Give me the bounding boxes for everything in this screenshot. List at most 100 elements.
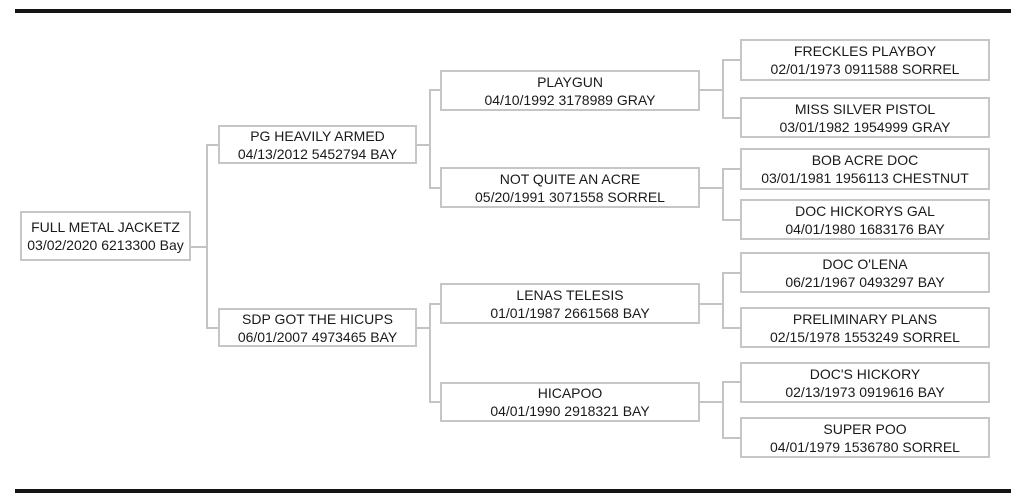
coat-color: BAY — [917, 220, 945, 237]
coat-color: Bay — [159, 237, 184, 253]
node-hicapoo: HICAPOO 04/01/1990 2918321 BAY — [440, 382, 700, 422]
node-miss-silver-pistol: MISS SILVER PISTOL 03/01/1982 1954999 GR… — [740, 97, 990, 138]
coat-color: BAY — [917, 273, 945, 290]
horse-details: 04/01/1980 1683176 BAY — [785, 220, 944, 238]
connector-line — [417, 144, 429, 146]
foal-date: 04/01/1979 — [770, 438, 841, 455]
node-doc-hickorys-gal: DOC HICKORYS GAL 04/01/1980 1683176 BAY — [740, 199, 990, 240]
connector-line — [722, 219, 740, 221]
connector-line — [700, 401, 722, 403]
registration-number: 1956113 — [835, 170, 889, 186]
horse-name: PRELIMINARY PLANS — [792, 310, 938, 327]
connector-line — [429, 401, 440, 403]
foal-date: 04/01/1980 — [785, 220, 856, 237]
connector-line — [722, 327, 740, 329]
foal-date: 04/01/1990 — [490, 403, 561, 419]
foal-date: 04/13/2012 — [237, 145, 308, 162]
horse-details: 04/10/1992 3178989 GRAY — [484, 91, 655, 109]
node-not-quite-an-acre: NOT QUITE AN ACRE 05/20/1991 3071558 SOR… — [440, 167, 700, 208]
horse-details: 01/01/1987 2661568 BAY — [490, 304, 649, 322]
horse-name: DOC O'LENA — [822, 255, 908, 272]
horse-name: LENAS TELESIS — [516, 286, 624, 303]
foal-date: 06/01/2007 — [237, 328, 308, 345]
node-super-poo: SUPER POO 04/01/1979 1536780 SORREL — [740, 417, 990, 458]
horse-details: 05/20/1991 3071558 SORREL — [475, 188, 665, 206]
foal-date: 06/21/1967 — [785, 273, 856, 290]
registration-number: 5452794 — [311, 145, 367, 162]
node-full-metal-jacketz: FULL METAL JACKETZ 03/02/2020 6213300 Ba… — [20, 211, 191, 261]
horse-name: PG HEAVILY ARMED — [250, 127, 385, 144]
foal-date: 03/01/1982 — [779, 118, 850, 135]
coat-color: SORREL — [902, 328, 960, 345]
horse-details: 03/02/2020 6213300 Bay — [27, 236, 184, 254]
horse-details: 02/15/1978 1553249 SORREL — [770, 328, 960, 346]
horse-name: HICAPOO — [537, 385, 603, 401]
connector-line — [206, 144, 208, 329]
connector-line — [722, 59, 740, 61]
horse-details: 06/01/2007 4973465 BAY — [238, 328, 397, 346]
foal-date: 02/15/1978 — [770, 328, 841, 345]
node-playgun: PLAYGUN 04/10/1992 3178989 GRAY — [440, 70, 700, 111]
coat-color: GRAY — [616, 91, 656, 108]
horse-name: DOC HICKORYS GAL — [795, 202, 935, 219]
connector-line — [429, 303, 440, 305]
coat-color: BAY — [622, 403, 650, 419]
horse-details: 02/13/1973 0919616 BAY — [785, 383, 944, 401]
horse-details: 04/13/2012 5452794 BAY — [238, 145, 397, 163]
foal-date: 04/10/1992 — [484, 91, 555, 108]
horse-name: FRECKLES PLAYBOY — [793, 43, 937, 59]
connector-line — [722, 272, 740, 274]
registration-number: 2918321 — [564, 403, 619, 419]
bottom-rule — [15, 489, 1011, 493]
top-rule — [15, 9, 1011, 13]
registration-number: 4973465 — [311, 328, 367, 345]
horse-name: BOB ACRE DOC — [811, 152, 919, 168]
connector-line — [722, 437, 740, 439]
horse-details: 04/01/1979 1536780 SORREL — [770, 438, 960, 456]
connector-line — [191, 246, 206, 248]
node-preliminary-plans: PRELIMINARY PLANS 02/15/1978 1553249 SOR… — [740, 307, 990, 348]
registration-number: 1683176 — [859, 220, 914, 237]
coat-color: GRAY — [911, 118, 951, 135]
coat-color: SORREL — [901, 61, 960, 77]
foal-date: 05/20/1991 — [475, 188, 546, 205]
coat-color: BAY — [370, 145, 398, 162]
connector-line — [722, 168, 724, 221]
coat-color: SORREL — [902, 438, 960, 455]
coat-color: SORREL — [607, 188, 665, 205]
connector-line — [429, 187, 440, 189]
registration-number: 1553249 — [843, 328, 899, 345]
connector-line — [722, 381, 740, 383]
coat-color: BAY — [917, 383, 945, 400]
coat-color: BAY — [622, 304, 650, 321]
connector-line — [722, 381, 724, 439]
foal-date: 03/02/2020 — [27, 237, 98, 253]
registration-number: 0493297 — [859, 273, 914, 290]
horse-details: 04/01/1990 2918321 BAY — [490, 402, 649, 420]
horse-name: MISS SILVER PISTOL — [794, 100, 936, 117]
connector-line — [722, 168, 740, 170]
horse-name: PLAYGUN — [537, 73, 603, 90]
connector-line — [700, 187, 722, 189]
registration-number: 0911588 — [844, 61, 898, 77]
connector-line — [429, 303, 431, 403]
registration-number: 3071558 — [548, 188, 604, 205]
horse-name: NOT QUITE AN ACRE — [499, 170, 641, 187]
registration-number: 1954999 — [853, 118, 908, 135]
connector-line — [700, 303, 722, 305]
registration-number: 3178989 — [558, 91, 613, 108]
node-freckles-playboy: FRECKLES PLAYBOY 02/01/1973 0911588 SORR… — [740, 39, 990, 81]
connector-line — [722, 272, 724, 329]
registration-number: 2661568 — [564, 304, 619, 321]
connector-line — [429, 89, 431, 189]
node-docs-hickory: DOC'S HICKORY 02/13/1973 0919616 BAY — [740, 362, 990, 403]
coat-color: CHESTNUT — [892, 170, 969, 186]
horse-details: 06/21/1967 0493297 BAY — [785, 273, 944, 291]
registration-number: 1536780 — [843, 438, 899, 455]
node-doc-olena: DOC O'LENA 06/21/1967 0493297 BAY — [740, 252, 990, 293]
horse-name: FULL METAL JACKETZ — [31, 219, 180, 235]
horse-details: 03/01/1981 1956113 CHESTNUT — [761, 169, 969, 187]
node-sdp-got-the-hicups: SDP GOT THE HICUPS 06/01/2007 4973465 BA… — [218, 308, 417, 347]
registration-number: 6213300 — [101, 237, 156, 253]
